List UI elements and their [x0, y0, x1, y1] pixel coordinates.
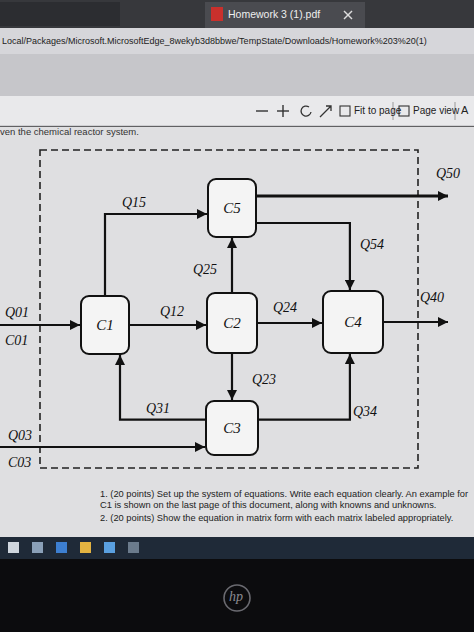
logo-circle — [224, 585, 250, 611]
flow-arrow — [231, 354, 233, 400]
reactor-label: C1 — [96, 317, 114, 334]
flow-arrow — [120, 355, 205, 420]
flow-arrow — [231, 238, 233, 292]
question-text: 2. (20 points) Show the equation in matr… — [100, 513, 453, 524]
taskbar-icon — [32, 542, 43, 553]
outflow-arrow — [384, 321, 448, 323]
close-icon — [344, 11, 352, 19]
flow-label: Q50 — [436, 166, 460, 182]
taskbar-icon — [128, 542, 139, 553]
reactor-box: C1 — [80, 295, 130, 355]
flow-arrow — [257, 223, 350, 290]
reactor-box: C5 — [207, 178, 257, 238]
outflow-arrow — [257, 194, 448, 197]
taskbar-icon — [8, 542, 19, 553]
reactor-box: C2 — [206, 292, 258, 354]
toolbar-button: Fit to page — [354, 105, 401, 117]
system-boundary — [40, 150, 418, 468]
flow-label: Q24 — [273, 300, 297, 316]
flow-arrow — [105, 214, 207, 295]
tab-bar — [0, 0, 474, 28]
reactor-box: C4 — [322, 290, 384, 354]
flow-label: Q25 — [193, 262, 217, 278]
reactor-label: C5 — [223, 200, 241, 217]
cut-heading: ven the chemical reactor system. — [0, 127, 139, 138]
flow-label: Q01 — [5, 305, 29, 321]
zoom-out-icon — [256, 110, 268, 111]
laptop-bezel — [0, 559, 474, 632]
reactor-label: C3 — [223, 420, 241, 437]
browser-area — [0, 54, 474, 96]
taskbar-icon — [56, 542, 67, 553]
flow-label: Q03 — [8, 428, 32, 444]
taskbar — [0, 537, 474, 559]
concentration-label: C03 — [8, 455, 31, 471]
flow-arrow — [130, 324, 206, 326]
reactor-label: C2 — [223, 315, 241, 332]
laptop-logo: hp — [229, 589, 243, 605]
close-icon — [344, 11, 352, 19]
expand-icon — [320, 106, 331, 117]
reactor-label: C4 — [344, 314, 362, 331]
fit-icon — [340, 106, 350, 116]
pdf-toolbar — [0, 96, 474, 126]
flow-label: Q23 — [252, 372, 276, 388]
flow-label: Q12 — [160, 304, 184, 320]
inflow-arrow — [0, 324, 80, 326]
inflow-arrow — [0, 446, 205, 448]
pdf-icon — [211, 7, 223, 21]
rotate-icon — [301, 106, 311, 116]
flow-label: Q34 — [353, 404, 377, 420]
zoom-in-icon — [282, 105, 283, 117]
question-text: 1. (20 points) Set up the system of equa… — [100, 489, 472, 510]
active-tab — [205, 2, 365, 28]
address-bar — [0, 28, 474, 54]
concentration-label: C01 — [5, 333, 28, 349]
flow-label: Q15 — [122, 195, 146, 211]
address-text: Local/Packages/Microsoft.MicrosoftEdge_8… — [2, 36, 427, 46]
taskbar-icon — [80, 542, 91, 553]
flow-label: Q40 — [420, 290, 444, 306]
flow-label: Q31 — [146, 401, 170, 417]
toolbar-button: A — [461, 104, 468, 117]
pdf-page — [0, 127, 474, 537]
toolbar-button: Page view — [413, 105, 459, 117]
inactive-tab — [0, 2, 120, 26]
flow-arrow — [258, 322, 322, 324]
flow-label: Q54 — [360, 237, 384, 253]
taskbar-icon — [104, 542, 115, 553]
reactor-box: C3 — [205, 400, 259, 456]
tab-title: Homework 3 (1).pdf — [228, 8, 320, 20]
